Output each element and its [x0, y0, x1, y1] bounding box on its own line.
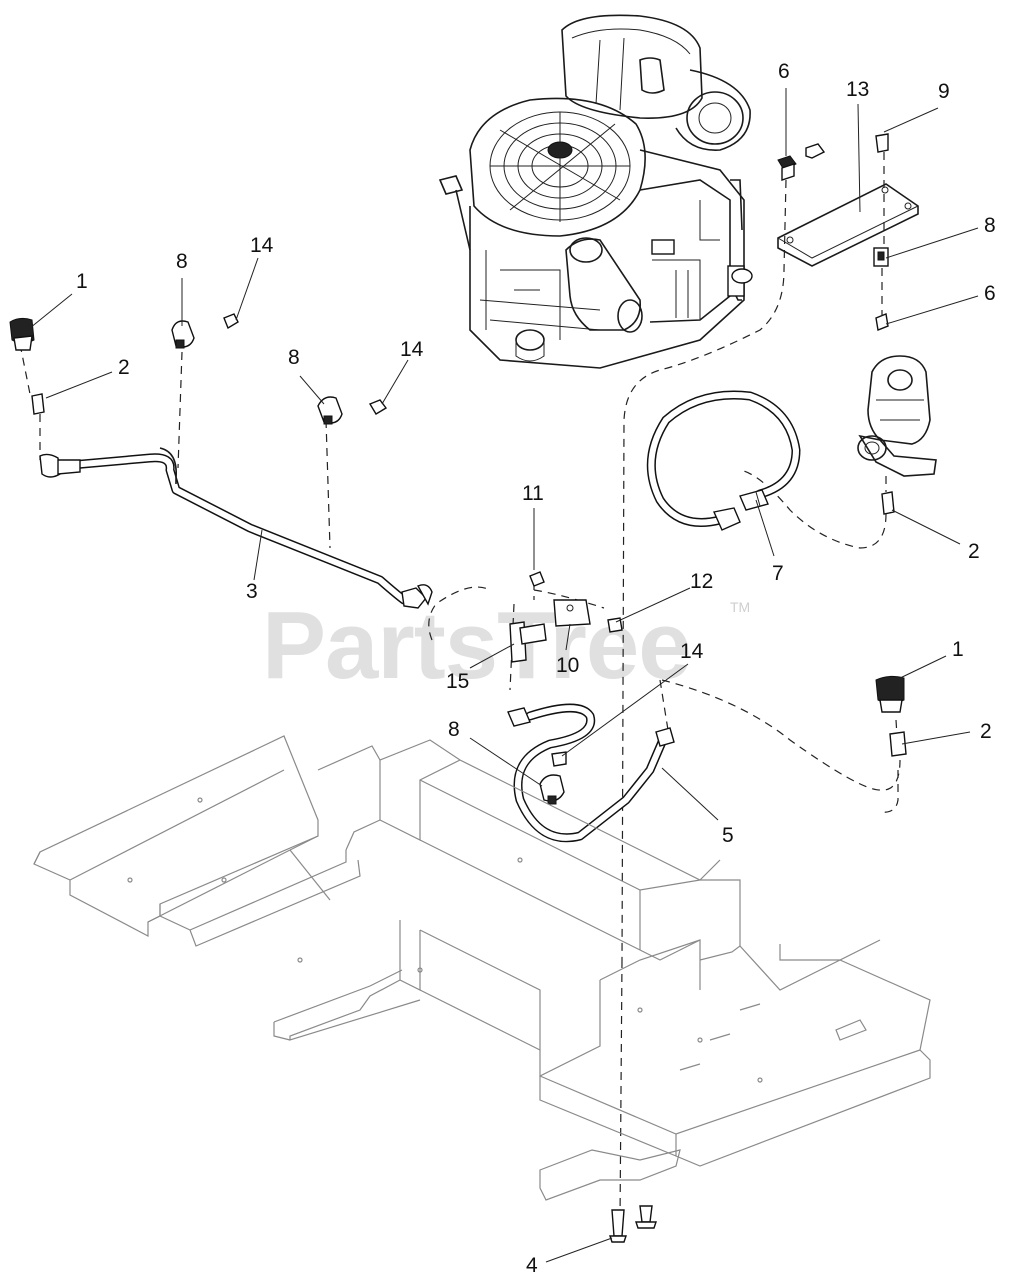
- bottom-bolts: [609, 1205, 657, 1243]
- callout-labels: 1 2 8 14 8 14 3 6 13 9 8 6 2 7 11 12 10 …: [76, 60, 996, 1277]
- mounting-plate: [777, 183, 919, 267]
- engine-illustration: [438, 14, 753, 369]
- callout-1-left: 1: [76, 270, 88, 293]
- callout-10: 10: [556, 654, 579, 677]
- fuel-hose-3: [39, 447, 433, 609]
- callout-13: 13: [846, 78, 869, 101]
- callout-2-left: 2: [118, 356, 130, 379]
- chassis-frame: [33, 735, 931, 1201]
- callout-3: 3: [246, 580, 258, 603]
- callout-5: 5: [722, 824, 734, 847]
- watermark-trademark: TM: [730, 599, 750, 615]
- fittings-left: [9, 313, 388, 425]
- callout-8-right: 8: [984, 214, 996, 237]
- watermark: PartsTree TM: [262, 592, 750, 699]
- callout-6-top: 6: [778, 60, 790, 83]
- callout-8-top-left: 8: [176, 250, 188, 273]
- callout-6-right: 6: [984, 282, 996, 305]
- callout-2-right-lower: 2: [980, 720, 992, 743]
- callout-14-center: 14: [680, 640, 704, 663]
- callout-14-top-left: 14: [250, 234, 274, 257]
- callout-14-middle: 14: [400, 338, 424, 361]
- callout-12: 12: [690, 570, 713, 593]
- callout-8-middle: 8: [288, 346, 300, 369]
- callout-4: 4: [526, 1254, 538, 1277]
- callout-1-right: 1: [952, 638, 964, 661]
- hardware-top: [777, 133, 889, 331]
- callout-7: 7: [772, 562, 784, 585]
- fuel-hose-5: [507, 703, 675, 843]
- watermark-brand: PartsTree: [262, 592, 691, 699]
- callout-leader-lines: [29, 88, 979, 1263]
- callout-2-right-upper: 2: [968, 540, 980, 563]
- fittings-right: [875, 675, 907, 757]
- fuel-hose-7: [646, 390, 801, 531]
- fuel-pump-assembly: [857, 355, 937, 515]
- callout-15: 15: [446, 670, 469, 693]
- callout-9: 9: [938, 80, 950, 103]
- callout-8-lower: 8: [448, 718, 460, 741]
- callout-11: 11: [522, 482, 544, 505]
